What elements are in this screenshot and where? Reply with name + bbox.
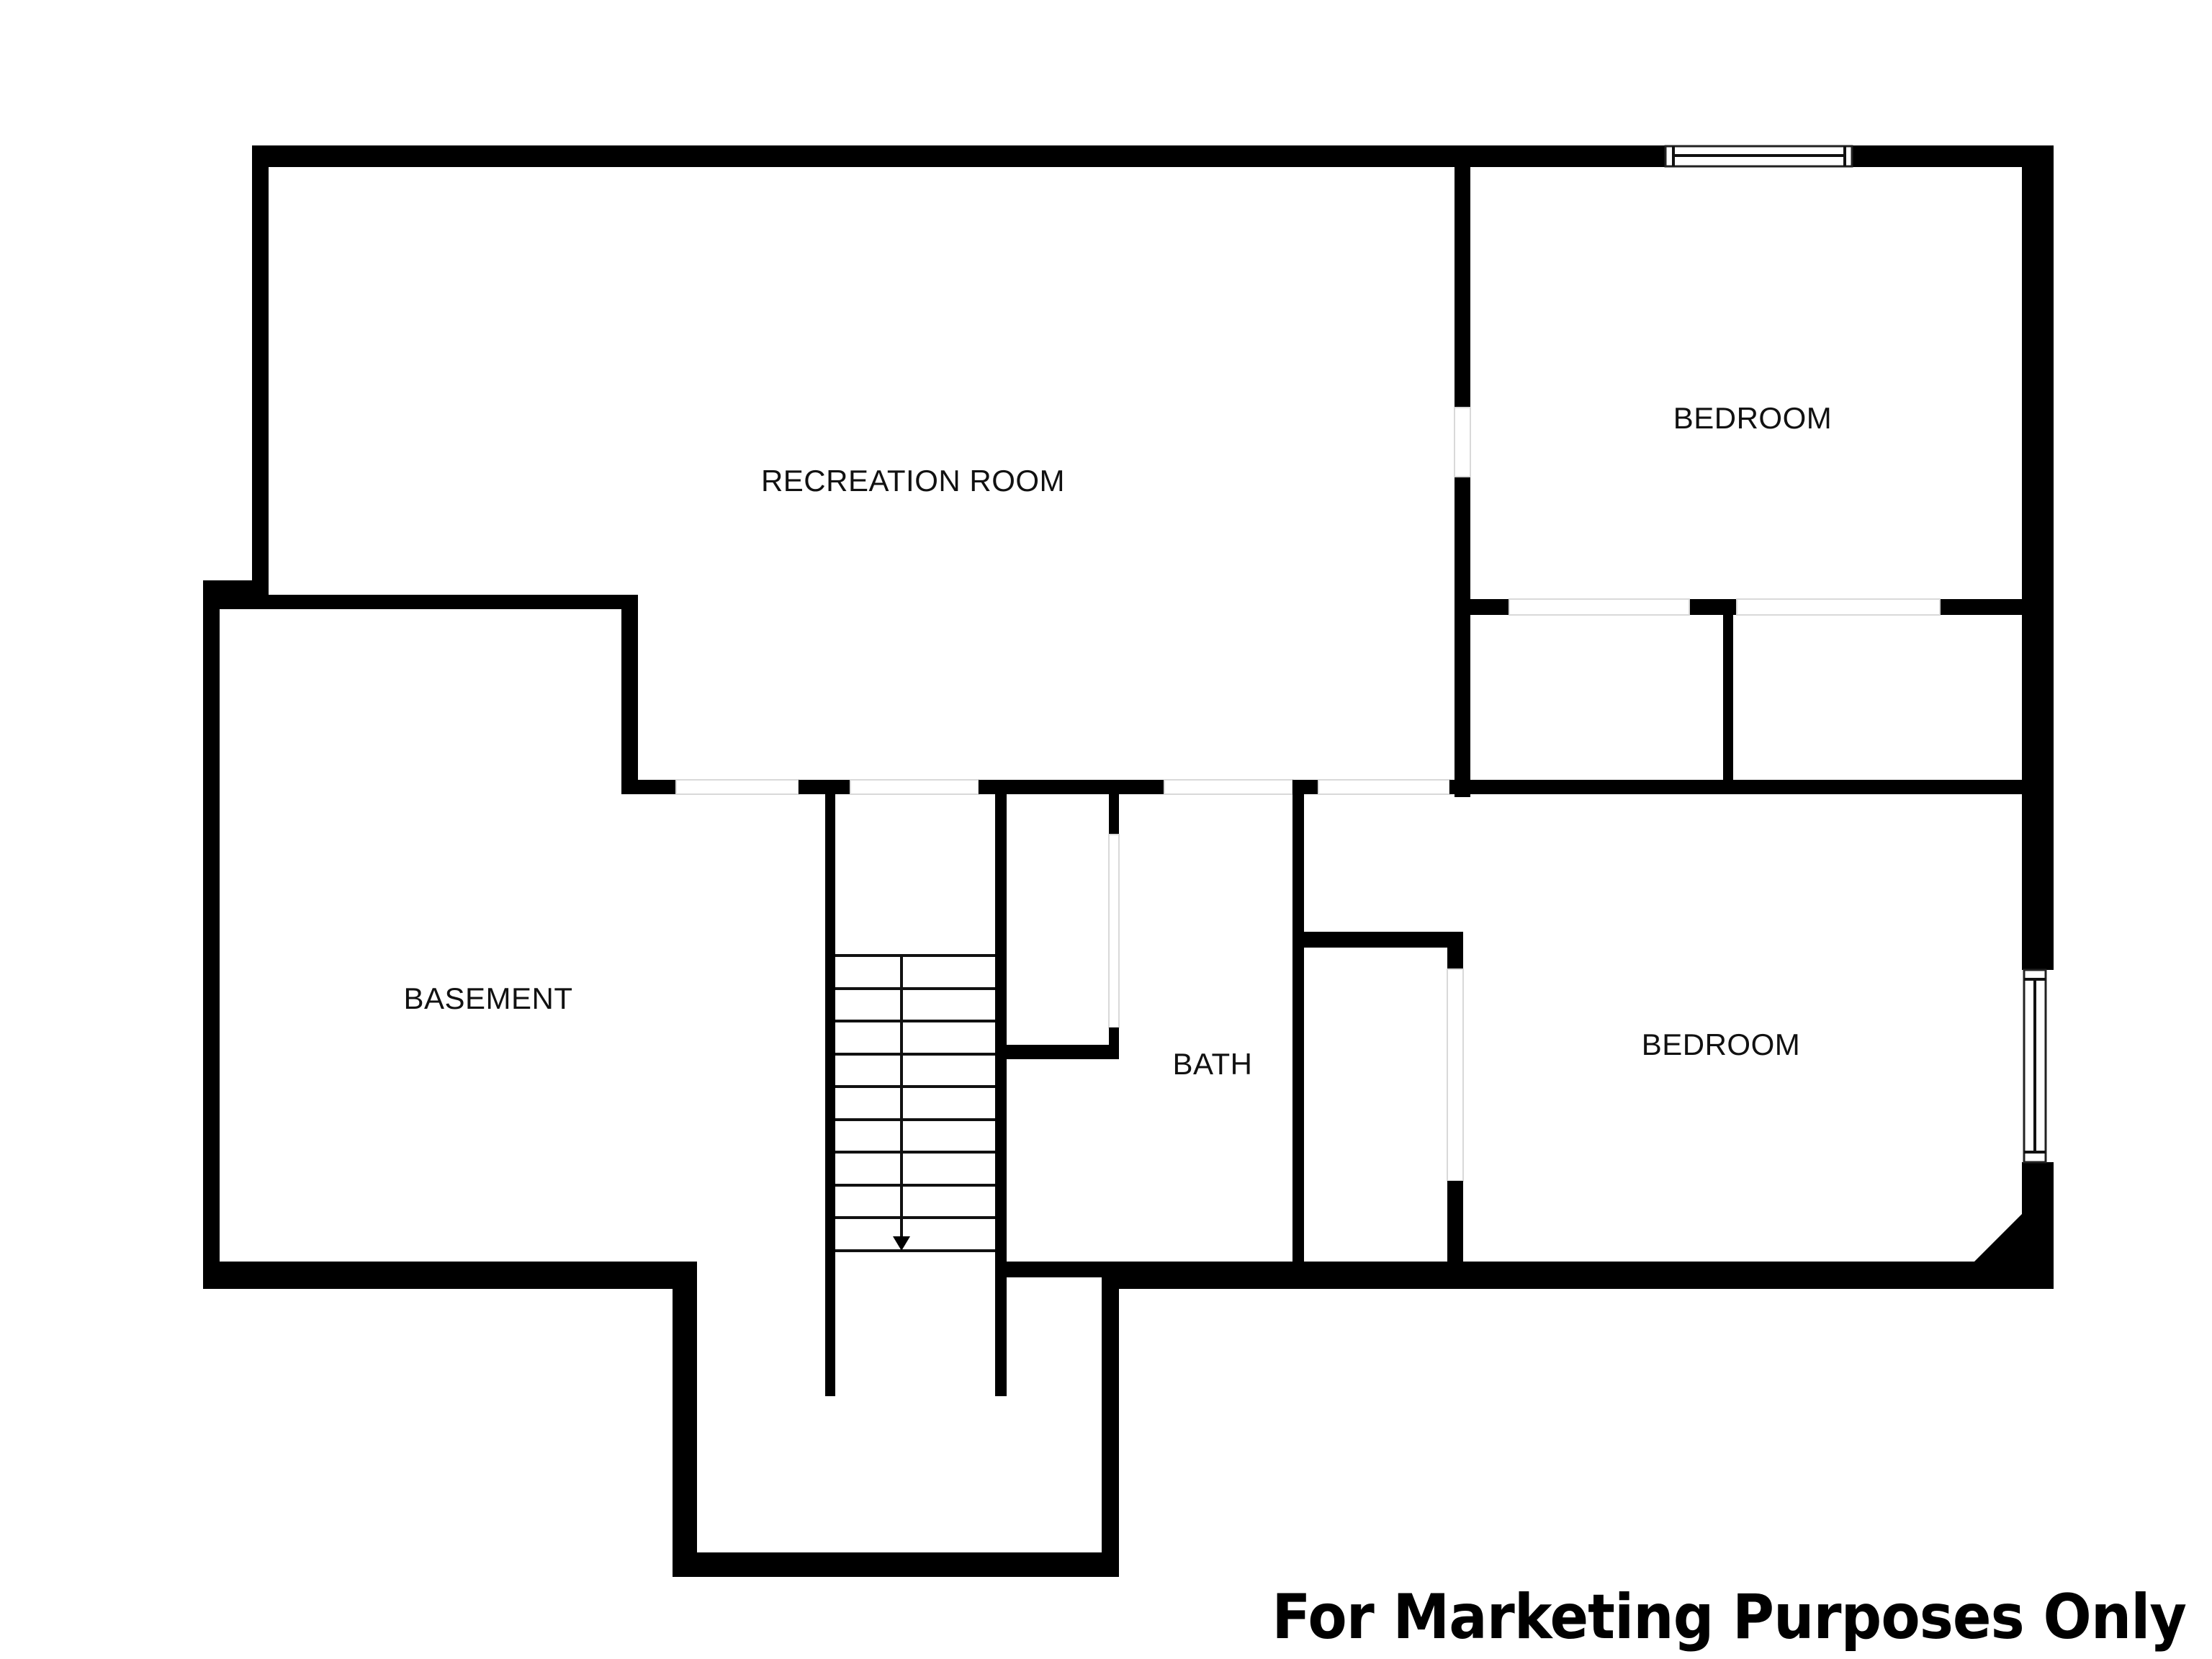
window-right — [2023, 968, 2047, 1164]
room-label-bedroom-upper: BEDROOM — [1673, 401, 1833, 435]
window-top — [1664, 145, 1853, 168]
room-label-basement: BASEMENT — [403, 981, 573, 1015]
marketing-disclaimer: For Marketing Purposes Only — [1272, 1581, 2187, 1653]
exterior-walls — [203, 145, 2054, 1577]
stair-direction-arrow-icon — [893, 1236, 910, 1251]
room-label-bath: BATH — [1172, 1047, 1253, 1081]
room-label-recreation-room: RECREATION ROOM — [760, 464, 1066, 498]
room-label-bedroom-lower: BEDROOM — [1641, 1028, 1801, 1061]
staircase — [835, 954, 995, 1252]
interior-walls — [621, 167, 2029, 1396]
